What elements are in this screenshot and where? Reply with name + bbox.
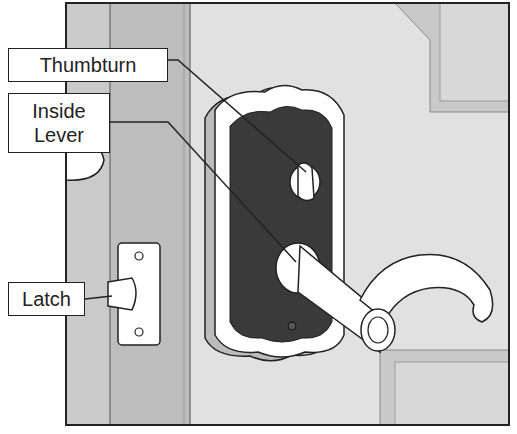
lever-end-cap — [361, 309, 395, 351]
leader-line — [110, 122, 296, 262]
screw — [135, 252, 143, 260]
lever-end-cap-inner — [368, 317, 388, 343]
callout-label: Latch — [22, 287, 71, 311]
door-panel — [440, 3, 509, 101]
latch-bolt — [108, 278, 136, 310]
callout-box: Inside Lever — [8, 93, 110, 153]
thumbturn — [298, 163, 314, 200]
callout-box: Latch — [8, 282, 85, 316]
escutcheon-inset — [230, 106, 332, 342]
door-panel-bevel — [395, 3, 509, 112]
callout-box: Thumbturn — [8, 48, 168, 82]
leader-line — [168, 60, 306, 172]
callout-label: Thumbturn — [40, 53, 137, 77]
callout-label: Inside Lever — [24, 99, 94, 147]
door-panel-bevel — [380, 350, 509, 425]
escutcheon — [215, 85, 344, 357]
screw — [288, 322, 296, 330]
screw — [135, 328, 143, 336]
door-panel — [395, 362, 509, 425]
leader-line — [85, 296, 112, 299]
